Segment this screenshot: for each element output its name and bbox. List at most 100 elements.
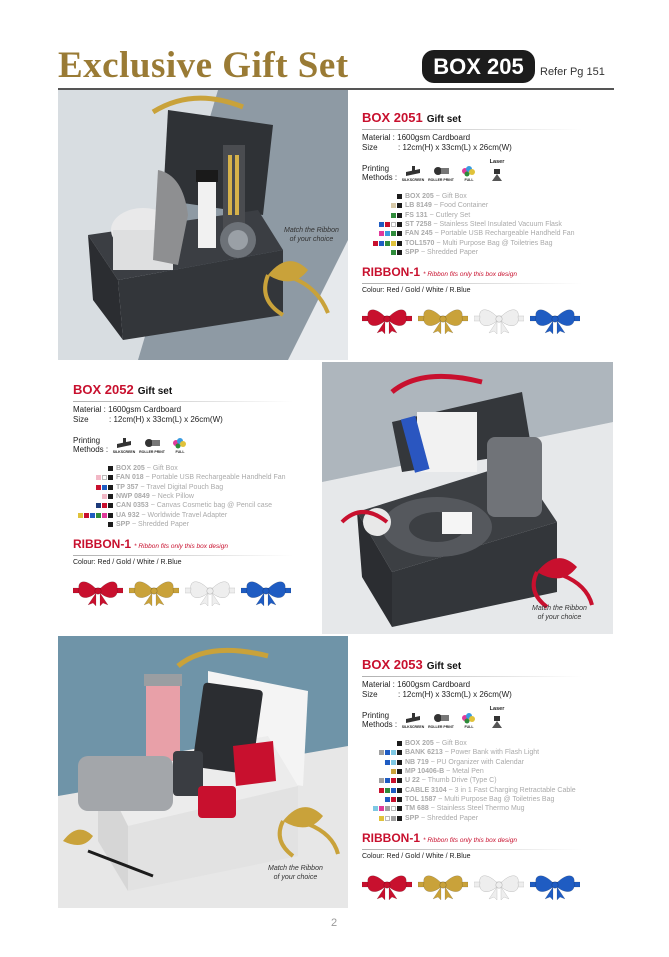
color-swatches	[362, 231, 402, 237]
page-number: 2	[330, 917, 338, 929]
list-item: MP 10406-B~ Metal Pen	[362, 767, 612, 776]
color-swatch	[385, 778, 390, 784]
printing-methods: Printing Methods : SILKSCREEN ROLLER PRI…	[362, 706, 612, 729]
color-swatches	[73, 512, 113, 518]
color-swatch	[385, 231, 390, 237]
color-swatches	[362, 240, 402, 246]
printing-label: Printing Methods :	[362, 164, 398, 182]
color-swatch	[397, 249, 402, 255]
item-list: BOX 205~ Gift Box BANK 6213~ Power Bank …	[362, 739, 612, 823]
color-swatch	[385, 806, 390, 812]
color-swatches	[73, 521, 113, 527]
color-swatch	[391, 778, 396, 784]
color-swatch	[379, 222, 384, 228]
laser-method: Laser	[484, 159, 510, 182]
gold-bow-icon	[418, 875, 468, 900]
ribbon-title: RIBBON-1	[362, 830, 421, 845]
silkscreen-icon	[117, 438, 131, 448]
list-item: BOX 205~ Gift Box	[362, 739, 612, 748]
colour-options: Colour: Red / Gold / White / R.Blue	[362, 852, 471, 860]
ribbon-heading: RIBBON-1 * Ribbon fits only this box des…	[73, 537, 321, 554]
item-list: BOX 205~ Gift Box FAN 018~ Portable USB …	[73, 464, 321, 529]
list-item: CABLE 3104~ 3 in 1 Fast Charging Retract…	[362, 785, 612, 794]
color-swatch	[108, 484, 113, 490]
color-swatch	[391, 222, 396, 228]
full-colour-icon	[462, 713, 475, 724]
color-swatch	[108, 466, 113, 472]
red-bow-icon	[362, 309, 412, 335]
list-item: BANK 6213~ Power Bank with Flash Light	[362, 748, 612, 757]
color-swatch	[379, 778, 384, 784]
full-colour-icon	[173, 438, 186, 449]
gift-box-photo-illustration	[58, 90, 348, 360]
roller-print-method: ROLLER PRINT	[428, 712, 454, 729]
photo-box-2052: Match the Ribbon of your choice	[322, 362, 613, 634]
color-swatch	[102, 512, 107, 518]
set-title: BOX 2053 Gift set	[362, 657, 612, 675]
color-swatch	[379, 240, 384, 246]
color-swatch	[90, 512, 95, 518]
size-label: Size	[73, 415, 89, 424]
ribbon-note: * Ribbon fits only this box design	[423, 836, 517, 844]
list-item: FAN 018~ Portable USB Rechargeable Handh…	[73, 473, 321, 482]
color-swatch	[108, 521, 113, 527]
gift-box-photo-illustration	[58, 636, 348, 908]
list-item: FAN 245~ Portable USB Rechargeable Handh…	[362, 229, 612, 238]
color-swatch	[397, 796, 402, 802]
color-swatch	[102, 494, 107, 500]
match-ribbon-note: Match the Ribbon of your choice	[532, 605, 587, 621]
color-swatches	[362, 759, 402, 765]
ribbon-note: * Ribbon fits only this box design	[423, 271, 517, 279]
color-swatch	[108, 512, 113, 518]
ribbon-bows	[362, 870, 612, 900]
list-item: SPP~ Shredded Paper	[73, 520, 321, 529]
title-divider	[362, 676, 582, 677]
silkscreen-icon	[406, 713, 420, 723]
list-item: TP 357~ Travel Digital Pouch Bag	[73, 483, 321, 492]
printing-label: Printing Methods :	[362, 711, 398, 729]
color-swatch	[391, 203, 396, 209]
gift-box-photo-illustration	[322, 362, 613, 634]
white-bow-icon	[474, 875, 524, 900]
color-swatches	[362, 741, 402, 747]
color-swatch	[391, 759, 396, 765]
color-swatch	[379, 787, 384, 793]
set-code: BOX 2052	[73, 382, 134, 397]
match-ribbon-note: Match the Ribbon of your choice	[284, 227, 339, 243]
list-item: CAN 0353~ Canvas Cosmetic bag @ Pencil c…	[73, 501, 321, 510]
full-colour-icon	[462, 166, 475, 177]
size-spec: Size: 12cm(H) x 33cm(L) x 26cm(W)	[362, 690, 612, 700]
full-colour-method: FULL	[456, 165, 482, 182]
color-swatch	[96, 475, 101, 481]
ribbon-bows	[73, 576, 321, 607]
material-spec: Material : 1600gsm Cardboard	[73, 405, 182, 414]
size-value: : 12cm(H) x 33cm(L) x 26cm(W)	[398, 143, 512, 152]
photo-box-2051: Match the Ribbon of your choice	[58, 90, 348, 360]
color-swatch	[108, 503, 113, 509]
list-item: FS 131~ Cutlery Set	[362, 211, 612, 220]
set-info-2052: BOX 2052 Gift set Material : 1600gsm Car…	[73, 382, 321, 607]
color-swatch	[96, 512, 101, 518]
item-list: BOX 205~ Gift Box LB 8149~ Food Containe…	[362, 192, 612, 257]
color-swatch	[397, 240, 402, 246]
list-item: NWP 0849~ Neck Pillow	[73, 492, 321, 501]
color-swatch	[397, 194, 402, 200]
color-swatch	[397, 806, 402, 812]
color-swatches	[362, 222, 402, 228]
color-swatch	[397, 815, 402, 821]
color-swatches	[362, 778, 402, 784]
color-swatch	[397, 231, 402, 237]
colour-options: Colour: Red / Gold / White / R.Blue	[362, 287, 471, 295]
ribbon-title: RIBBON-1	[362, 265, 421, 280]
header-divider	[58, 88, 614, 90]
color-swatch	[379, 750, 384, 756]
size-spec: Size: 12cm(H) x 33cm(L) x 26cm(W)	[362, 143, 612, 153]
color-swatches	[362, 815, 402, 821]
full-colour-method: FULL	[167, 437, 193, 454]
color-swatches	[362, 249, 402, 255]
size-spec: Size: 12cm(H) x 33cm(L) x 26cm(W)	[73, 415, 321, 425]
color-swatch	[391, 249, 396, 255]
color-swatches	[73, 475, 113, 481]
blue-bow-icon	[530, 309, 580, 335]
color-swatch	[397, 741, 402, 747]
